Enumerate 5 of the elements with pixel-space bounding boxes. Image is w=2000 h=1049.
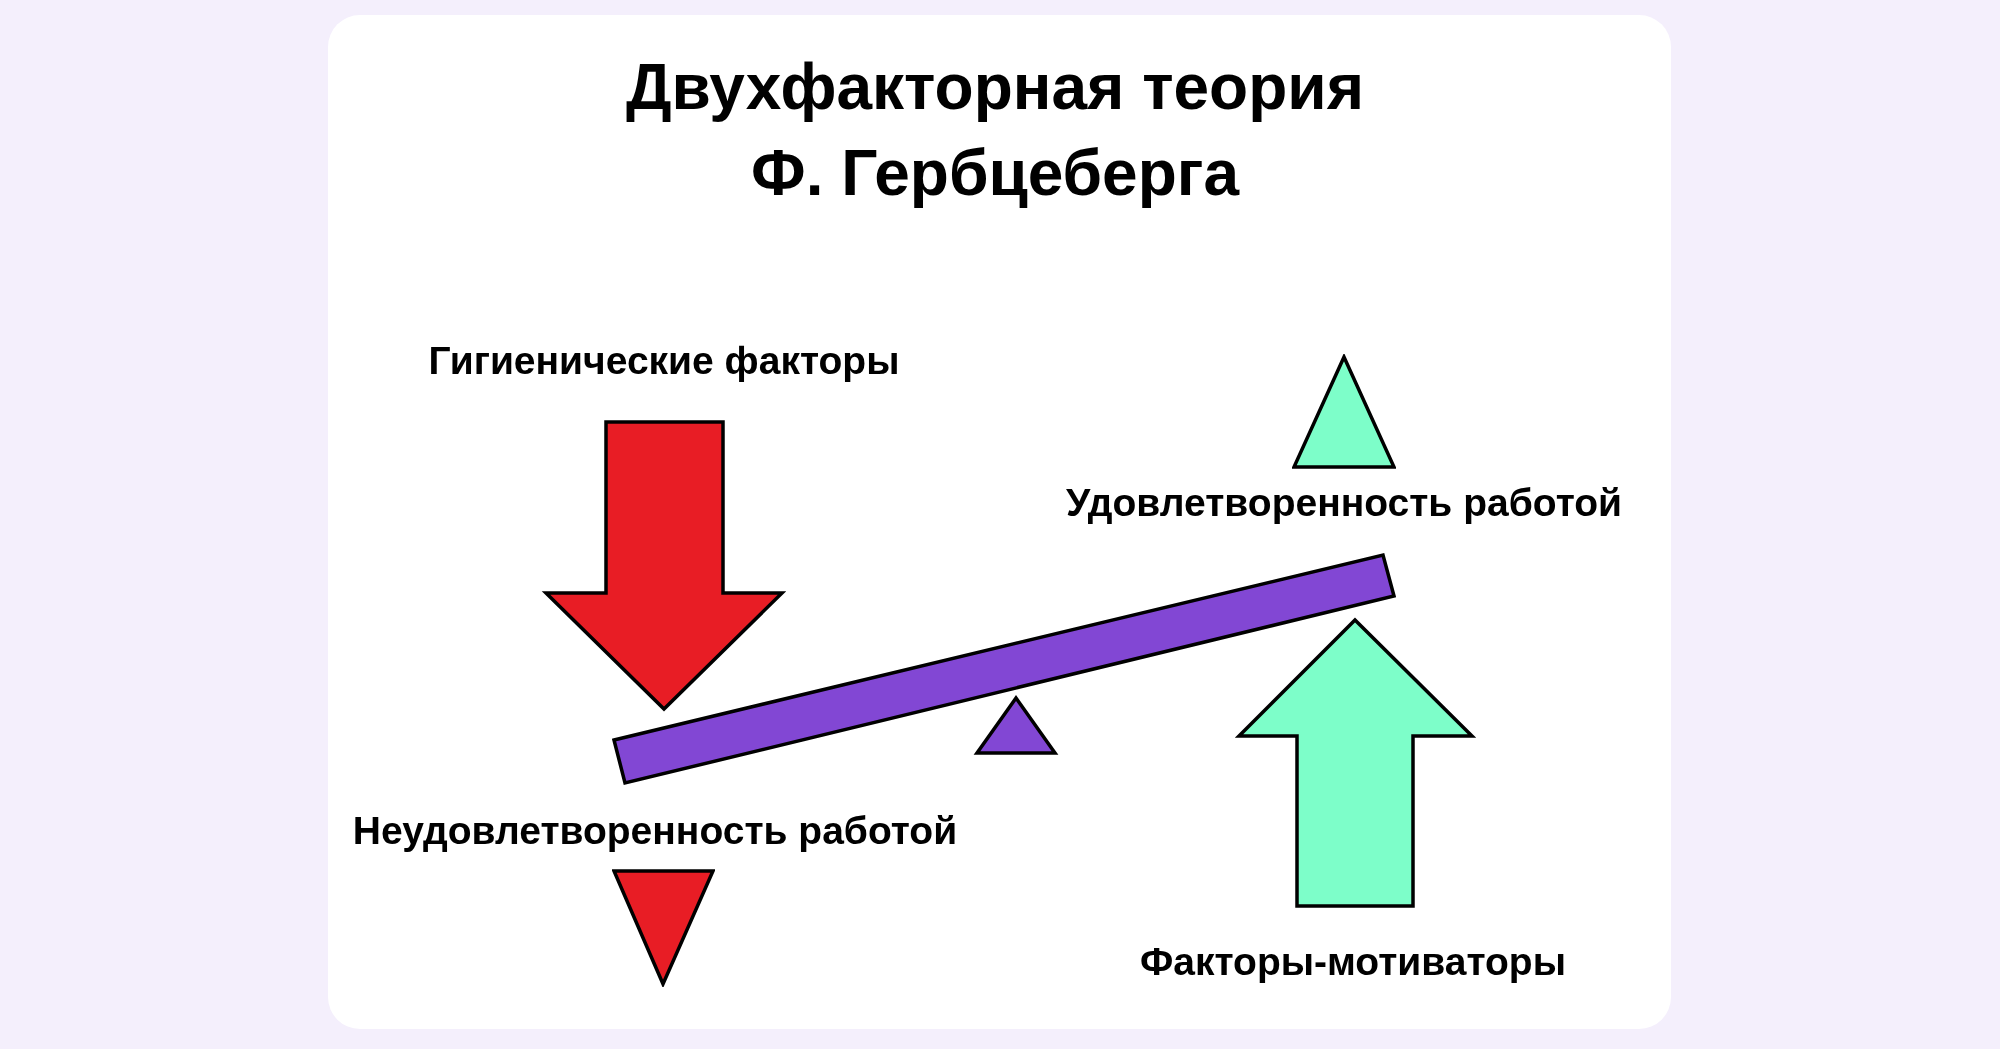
indicator-label: Неудовлетворенность работой <box>352 807 958 854</box>
arrow-label: Гигиенические факторы <box>428 337 900 384</box>
indicator-label: Удовлетворенность работой <box>1066 479 1622 526</box>
arrow-label: Факторы-мотиваторы <box>1140 938 1566 985</box>
diagram-title: Двухфакторная теория Ф. Гербцеберга <box>625 50 1365 211</box>
